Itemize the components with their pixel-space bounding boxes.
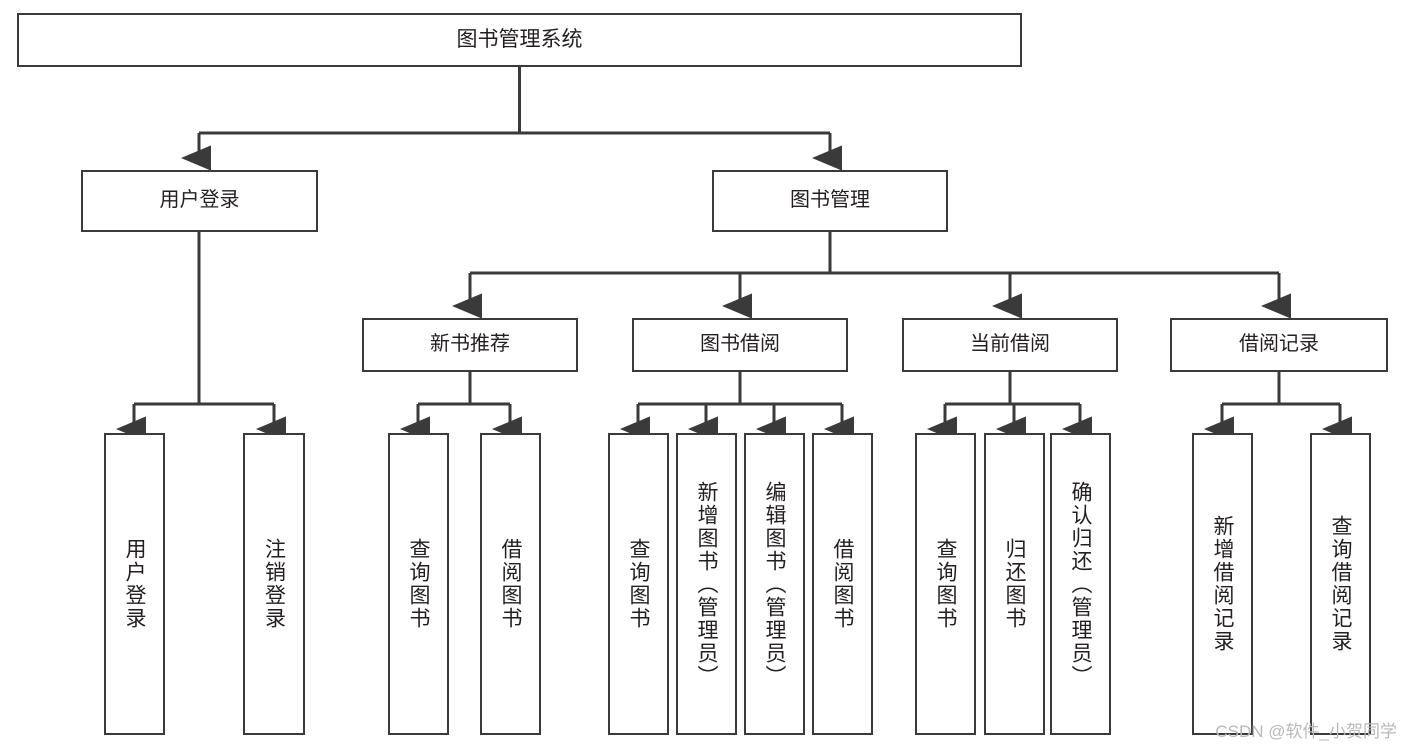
node-label: 图书管理系统 [456,27,583,51]
leaf-user-logout[interactable]: 注销登录 [243,433,305,735]
node-borrow-record[interactable]: 借阅记录 [1170,318,1388,372]
leaf-confirm-return-admin[interactable]: 确认归还（管理员） [1050,433,1111,735]
node-label: 借阅图书 [831,538,854,630]
leaf-borrow-book-2[interactable]: 借阅图书 [812,433,873,735]
watermark: CSDN @软件_小贺同学 [1215,722,1397,741]
leaf-borrow-book-1[interactable]: 借阅图书 [480,433,541,735]
node-label: 新增图书（管理员） [695,480,718,688]
node-user-login[interactable]: 用户登录 [81,170,318,232]
node-label: 编辑图书（管理员） [763,480,786,688]
leaf-query-book-1[interactable]: 查询图书 [388,433,449,735]
node-label: 新增借阅记录 [1211,515,1234,653]
node-label: 借阅图书 [499,538,522,630]
leaf-add-book-admin[interactable]: 新增图书（管理员） [676,433,737,735]
node-current-borrow[interactable]: 当前借阅 [902,318,1118,372]
node-label: 借阅记录 [1239,333,1319,356]
node-label: 查询图书 [934,538,957,630]
node-new-book-recommend[interactable]: 新书推荐 [362,318,578,372]
node-root[interactable]: 图书管理系统 [17,13,1022,67]
leaf-return-book[interactable]: 归还图书 [984,433,1045,735]
node-book-management[interactable]: 图书管理 [712,170,948,232]
leaf-edit-book-admin[interactable]: 编辑图书（管理员） [744,433,805,735]
node-label: 查询图书 [627,538,650,630]
node-label: 查询图书 [407,538,430,630]
node-label: 用户登录 [159,189,240,212]
node-label: 查询借阅记录 [1329,515,1352,653]
leaf-query-book-2[interactable]: 查询图书 [608,433,669,735]
node-label: 用户登录 [123,538,146,630]
node-label: 图书借阅 [700,333,780,356]
node-label: 新书推荐 [430,333,510,356]
node-label: 图书管理 [790,189,870,212]
leaf-user-login[interactable]: 用户登录 [104,433,165,735]
leaf-query-borrow-record[interactable]: 查询借阅记录 [1310,433,1371,735]
node-label: 确认归还（管理员） [1069,480,1092,688]
node-label: 注销登录 [262,538,286,630]
node-label: 归还图书 [1003,538,1026,630]
leaf-query-book-3[interactable]: 查询图书 [915,433,976,735]
node-label: 当前借阅 [970,333,1050,356]
node-book-borrow[interactable]: 图书借阅 [632,318,848,372]
leaf-add-borrow-record[interactable]: 新增借阅记录 [1192,433,1253,735]
